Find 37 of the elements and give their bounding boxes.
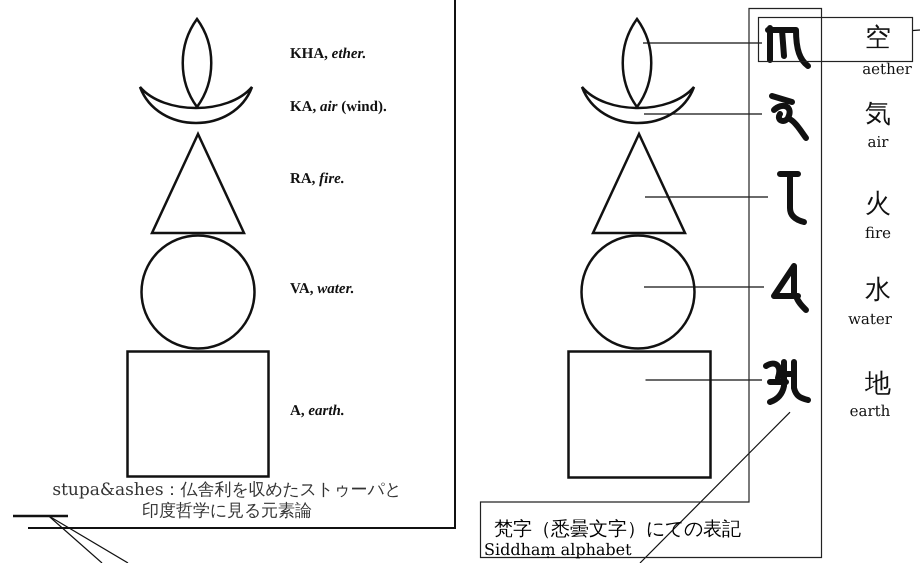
leader-line <box>644 113 762 115</box>
element-label: VA, water. <box>290 281 354 298</box>
element-label: A, earth. <box>290 403 345 420</box>
kanji-text: 水 <box>864 274 892 307</box>
element-label: KA, air (wind). <box>290 99 387 116</box>
leader-line <box>643 42 762 44</box>
leader-line <box>48 515 128 563</box>
triangle-shape <box>591 132 687 235</box>
caption-text: stupa&ashes：仏舎利を収めたストゥーパと印度哲学に見る元素論 <box>4 480 450 526</box>
leader-line <box>645 196 768 198</box>
element-name: earth <box>848 402 892 420</box>
kanji-text: 気 <box>864 98 892 131</box>
leader-line <box>640 412 790 563</box>
kanji-text: 空 <box>864 22 892 55</box>
element-label: KHA, ether. <box>290 46 366 63</box>
petal-shape <box>180 18 214 108</box>
circle-shape <box>140 234 256 350</box>
kanji-text: 地 <box>864 368 892 401</box>
element-box <box>758 17 913 62</box>
kanji-text: 火 <box>864 188 892 221</box>
circle-shape <box>580 234 696 350</box>
petal-shape <box>620 18 654 108</box>
element-name: air <box>866 133 890 151</box>
triangle-shape <box>150 132 246 235</box>
leader-line <box>48 515 102 563</box>
leader-line <box>912 29 920 32</box>
siddham-glyph-icon <box>762 356 812 404</box>
caption-frame <box>480 8 822 558</box>
leader-line <box>646 379 762 381</box>
square-shape <box>126 350 270 478</box>
element-name: aether <box>861 60 913 78</box>
leader-line <box>644 286 764 288</box>
caption-subtitle: Siddhaṃ alphabet <box>484 540 632 559</box>
element-name: water <box>847 310 893 328</box>
element-label: RA, fire. <box>290 171 345 188</box>
square-shape <box>567 350 712 479</box>
element-name: fire <box>864 224 892 242</box>
